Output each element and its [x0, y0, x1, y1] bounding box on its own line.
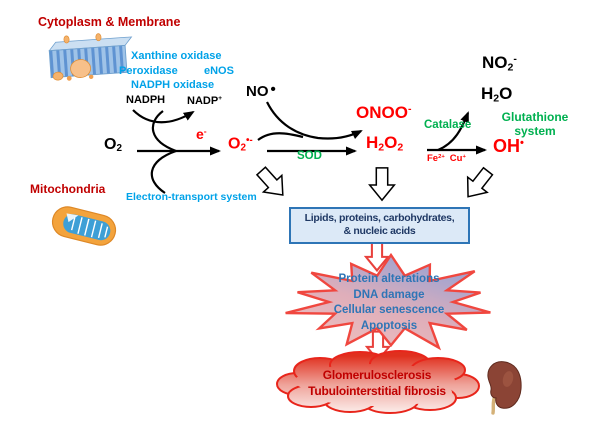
sod-label: SOD: [297, 150, 322, 162]
superoxide-merge-curve: [257, 132, 304, 141]
mitochondria-label: Mitochondria: [30, 182, 106, 196]
species-nitrite: NO2-: [482, 53, 517, 74]
mitochondrion-icon: [51, 206, 117, 246]
arrow-no-to-onoo: [266, 101, 363, 140]
cloud-line: Glomerulosclerosis: [322, 368, 432, 382]
glutathione-label: Glutathione system: [501, 110, 569, 138]
enos-label: eNOS: [204, 65, 234, 77]
burst-line: Apoptosis: [360, 319, 418, 332]
fenton-catalysts: Fe2+Cu+: [427, 153, 466, 165]
species-water: H2O: [481, 84, 513, 105]
species-hydroxyl: OH•: [493, 136, 524, 156]
damage-starburst: [285, 252, 491, 351]
hollow-arrow-superoxide: [251, 161, 293, 205]
cell-membrane-icon: [48, 33, 133, 81]
species-superoxide: O2•-: [228, 135, 253, 154]
peroxidase-label: Peroxidase: [119, 65, 178, 77]
targets-box-line2: & nucleic acids: [343, 225, 416, 237]
burst-line: Cellular senescence: [333, 304, 445, 316]
species-electron: e-: [196, 126, 207, 142]
species-nitric-oxide: NO•: [246, 81, 276, 100]
hollow-arrow-oh: [457, 162, 499, 206]
coupled-reaction-curve: [150, 110, 180, 194]
species-nadp: NADP+: [187, 94, 223, 107]
species-o2: O2: [104, 136, 122, 155]
catalase-label: Catalase: [424, 119, 472, 131]
outcome-cloud: [276, 350, 480, 414]
outcome-cloud-text: Glomerulosclerosis Tubulointerstitial fi…: [283, 368, 471, 399]
electron-transport-label: Electron-transport system: [126, 191, 257, 203]
species-peroxynitrite: ONOO-: [356, 103, 412, 122]
cytoplasm-membrane-label: Cytoplasm & Membrane: [38, 15, 181, 29]
kidney-icon: [487, 361, 522, 415]
hollow-arrow-h2o2: [368, 167, 396, 201]
damage-burst-text: Protein alterations DNA damage Cellular …: [297, 272, 481, 334]
arrow-nadph-to-nadp: [132, 109, 195, 124]
targets-box-line1: Lipids, proteins, carbohydrates,: [304, 212, 455, 224]
targets-box: Lipids, proteins, carbohydrates, & nucle…: [289, 207, 470, 244]
nadph-oxidase-label: NADPH oxidase: [131, 79, 215, 91]
cloud-line: Tubulointerstitial fibrosis: [308, 383, 446, 398]
burst-line: Protein alterations: [338, 273, 440, 285]
species-nadph: NADPH: [126, 94, 166, 106]
reaction-arrows: [132, 101, 487, 194]
burst-line: DNA damage: [353, 288, 425, 301]
xanthine-oxidase-label: Xanthine oxidase: [131, 50, 222, 62]
species-hydrogen-peroxide: H2O2: [366, 133, 404, 154]
arrow-catalase-to-h2o: [437, 111, 470, 152]
